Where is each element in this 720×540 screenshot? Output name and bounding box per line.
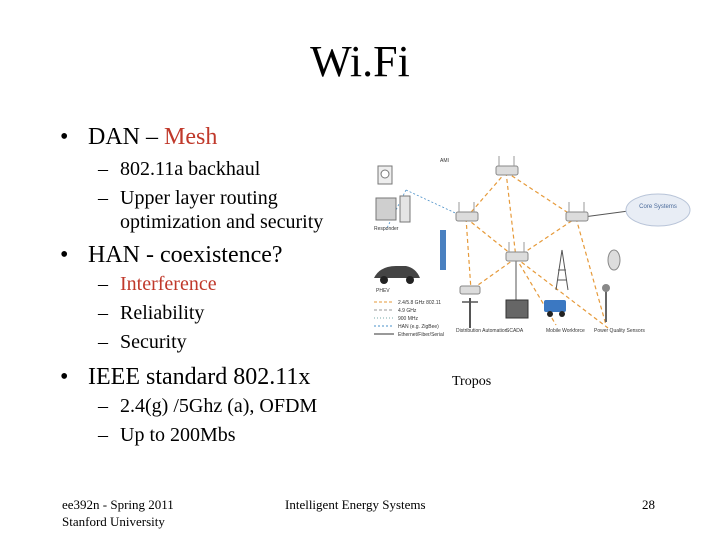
sub-bullet-text: Interference — [120, 273, 217, 295]
sub-bullet-dash: – — [98, 424, 108, 446]
meter-icon — [377, 165, 393, 185]
legend-item: 900 MHz — [398, 316, 419, 322]
utility-pole-icon — [462, 298, 478, 328]
bullet-mesh-highlight: Mesh — [164, 124, 218, 150]
footer-course-line: ee392n - Spring 2011 — [62, 497, 174, 512]
sub-bullet-text: Up to 200Mbs — [120, 424, 236, 446]
scada-label: SCADA — [506, 328, 524, 334]
diagram-caption: Tropos — [452, 374, 492, 389]
sub-bullet-text: optimization and security — [120, 211, 324, 233]
sub-bullet-text: Reliability — [120, 302, 205, 324]
dish-icon — [607, 249, 621, 271]
sub-bullet-text: 2.4(g) /5Ghz (a), OFDM — [120, 395, 318, 417]
sub-bullet-dash: – — [98, 331, 108, 353]
footer-university-line: Stanford University — [62, 514, 165, 529]
power-quality-sensor-icon — [602, 284, 610, 322]
sub-bullet-dash: – — [98, 273, 108, 295]
mesh-node-icon — [505, 242, 529, 262]
bullet-text: IEEE standard 802.11x — [88, 364, 311, 390]
ami-label: AMI — [440, 158, 449, 164]
legend: 2.4/5.8 GHz 802.11 4.9 GHz 900 MHz HAN (… — [374, 300, 444, 338]
responder-icon — [375, 195, 411, 223]
phev-label: PHEV — [376, 288, 390, 294]
mesh-node-icon — [565, 202, 589, 222]
page-number: 28 — [642, 497, 655, 512]
footer-center: Intelligent Energy Systems — [285, 497, 426, 512]
mobile-label: Mobile Workforce — [546, 328, 585, 334]
da-label: Distribution Automation — [456, 328, 508, 334]
han-links — [385, 189, 467, 231]
mesh-links — [465, 171, 609, 329]
mesh-network-diagram: Core Systems AMI Responder PHEV 2.4/5.8 … — [366, 150, 698, 350]
transmission-tower-icon — [555, 249, 569, 291]
charger-icon — [440, 230, 446, 270]
sub-bullet-dash: – — [98, 395, 108, 417]
phev-car-icon — [374, 266, 420, 284]
bullet-text: HAN - coexistence? — [88, 242, 283, 268]
responder-label: Responder — [374, 226, 399, 232]
footer-course: ee392n - Spring 2011 Stanford University — [62, 496, 174, 530]
cloud-label: Core Systems — [639, 204, 677, 210]
bullet-dot: • — [60, 124, 69, 150]
mesh-node-icon — [495, 156, 519, 176]
legend-item: HAN (e.g. ZigBee) — [398, 324, 439, 330]
sub-bullet-dash: – — [98, 302, 108, 324]
sub-bullet-dash: – — [98, 158, 108, 180]
mobile-workforce-truck-icon — [544, 300, 566, 317]
sub-bullet-text: Security — [120, 331, 187, 353]
legend-item: 2.4/5.8 GHz 802.11 — [398, 300, 441, 306]
bullet-dot: • — [60, 364, 69, 390]
pq-label: Power Quality Sensors — [594, 328, 645, 334]
bullet-dan-prefix: DAN – — [88, 124, 164, 150]
sub-bullet-text: 802.11a backhaul — [120, 158, 261, 180]
core-systems-cloud-icon: Core Systems — [625, 193, 691, 227]
bullet-dot: • — [60, 242, 69, 268]
slide-title: Wi.Fi — [310, 37, 410, 86]
legend-item: 4.9 GHz — [398, 308, 417, 314]
scada-icon — [505, 299, 529, 319]
mesh-node-icon — [459, 285, 481, 295]
mesh-node-icon — [455, 202, 479, 222]
legend-item: Ethernet/Fiber/Serial — [398, 332, 444, 338]
sub-bullet-dash: – — [98, 187, 108, 209]
sub-bullet-text: Upper layer routing — [120, 187, 278, 209]
